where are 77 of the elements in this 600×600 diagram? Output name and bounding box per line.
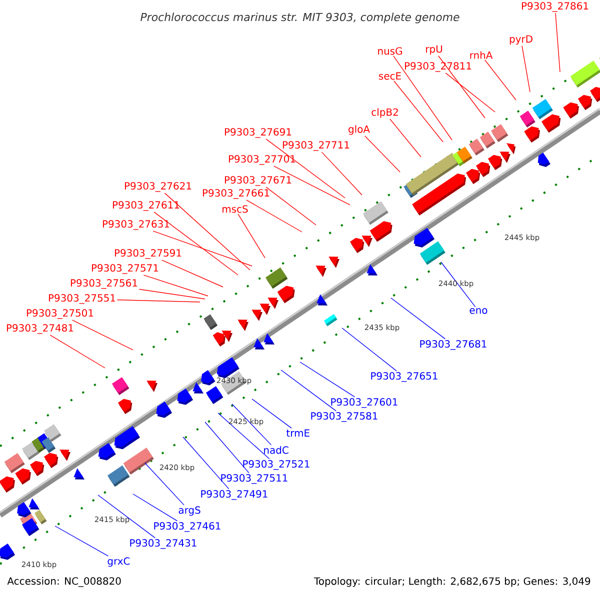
leader-line (394, 80, 444, 142)
leader-line (138, 288, 206, 300)
gene-label: gloA (348, 125, 370, 135)
leader-line (440, 262, 476, 308)
gene-label: nusG (378, 47, 402, 55)
gene-label: clpB2 (372, 108, 398, 118)
gene-label: P9303_27621 (124, 182, 192, 192)
gene-label: grxC (108, 557, 130, 567)
leader-line (204, 422, 250, 474)
leader-line (522, 46, 530, 92)
gene-label: P9303_27591 (114, 249, 182, 259)
leader-line (300, 362, 356, 398)
gene-label: eno (470, 308, 488, 314)
leader-line (364, 136, 400, 172)
leader-line (144, 462, 184, 506)
gene-label: secE (379, 72, 401, 80)
title: Prochlorococcus marinus str. MIT 9303, complete genome (140, 12, 460, 24)
leader-line (232, 404, 272, 446)
gene-label: P9303_27701 (228, 155, 296, 165)
gene-label: P9303_27461 (154, 522, 220, 532)
gene-label: P9303_27551 (48, 294, 116, 304)
gene-label: P9303_27431 (130, 539, 196, 549)
gene-label: argS (178, 506, 200, 516)
footer-text: Topology: circular; Length: 2,682,675 bp; Genes: 3,049 (314, 577, 590, 587)
leader-line (484, 60, 516, 100)
gene-label: rnhA (470, 51, 493, 59)
leader-line (252, 398, 292, 429)
gene-label: rpU (426, 45, 442, 55)
gene-label: P9303_27481 (6, 324, 74, 334)
leader-line (321, 152, 362, 196)
gene-label: nadC (264, 446, 288, 454)
leader-line (72, 320, 134, 350)
leader-line (50, 334, 106, 368)
leader-line (266, 138, 346, 198)
gene-label: P9303_27861 (522, 2, 588, 12)
leader-line (280, 370, 336, 412)
leader-line (143, 274, 208, 296)
leader-line (390, 298, 446, 340)
leader-line (152, 230, 252, 266)
gene-label: P9303_27651 (371, 372, 438, 382)
gene-label: pyrD (510, 35, 532, 45)
leader-line (116, 300, 200, 302)
gene-label: P9303_27671 (224, 176, 292, 186)
leader-line (54, 526, 109, 556)
leader-line (132, 494, 178, 522)
gene-label: P9303_27491 (201, 490, 268, 500)
leader-line (182, 436, 230, 490)
gene-label: P9303_27601 (331, 398, 398, 408)
leader-line (274, 166, 350, 206)
gene-label: P9303_27661 (202, 189, 270, 199)
leader-line (393, 56, 452, 140)
gene-label: P9303_27561 (70, 279, 138, 289)
leader-line (164, 192, 250, 270)
leader-line (390, 118, 422, 158)
footer-text: Accession: NC_008820 (7, 577, 121, 587)
leader-line (246, 200, 302, 232)
leader-line (98, 494, 156, 538)
leader-line (238, 214, 266, 258)
leader-line (266, 186, 316, 226)
leader-line (154, 212, 238, 276)
gene-label: P9303_27631 (102, 220, 170, 230)
gene-label: P9303_27501 (26, 309, 94, 319)
gene-label: trmE (286, 429, 310, 437)
gene-label: P9303_27711 (282, 141, 350, 151)
gene-label: P9303_27511 (221, 474, 288, 484)
gene-label: P9303_27571 (92, 264, 158, 274)
gene-label: P9303_27611 (112, 201, 180, 211)
leader-line (218, 412, 270, 460)
gene-label: P9303_27681 (420, 340, 486, 350)
leader-line (445, 72, 496, 112)
gene-label: mscS (222, 205, 248, 213)
leader-line (342, 328, 397, 372)
gene-label: P9303_27521 (243, 460, 310, 470)
leader-line (555, 12, 560, 72)
gene-label: P9303_27691 (224, 128, 292, 138)
leader-line (161, 260, 224, 288)
gene-label: P9303_27581 (311, 412, 378, 422)
